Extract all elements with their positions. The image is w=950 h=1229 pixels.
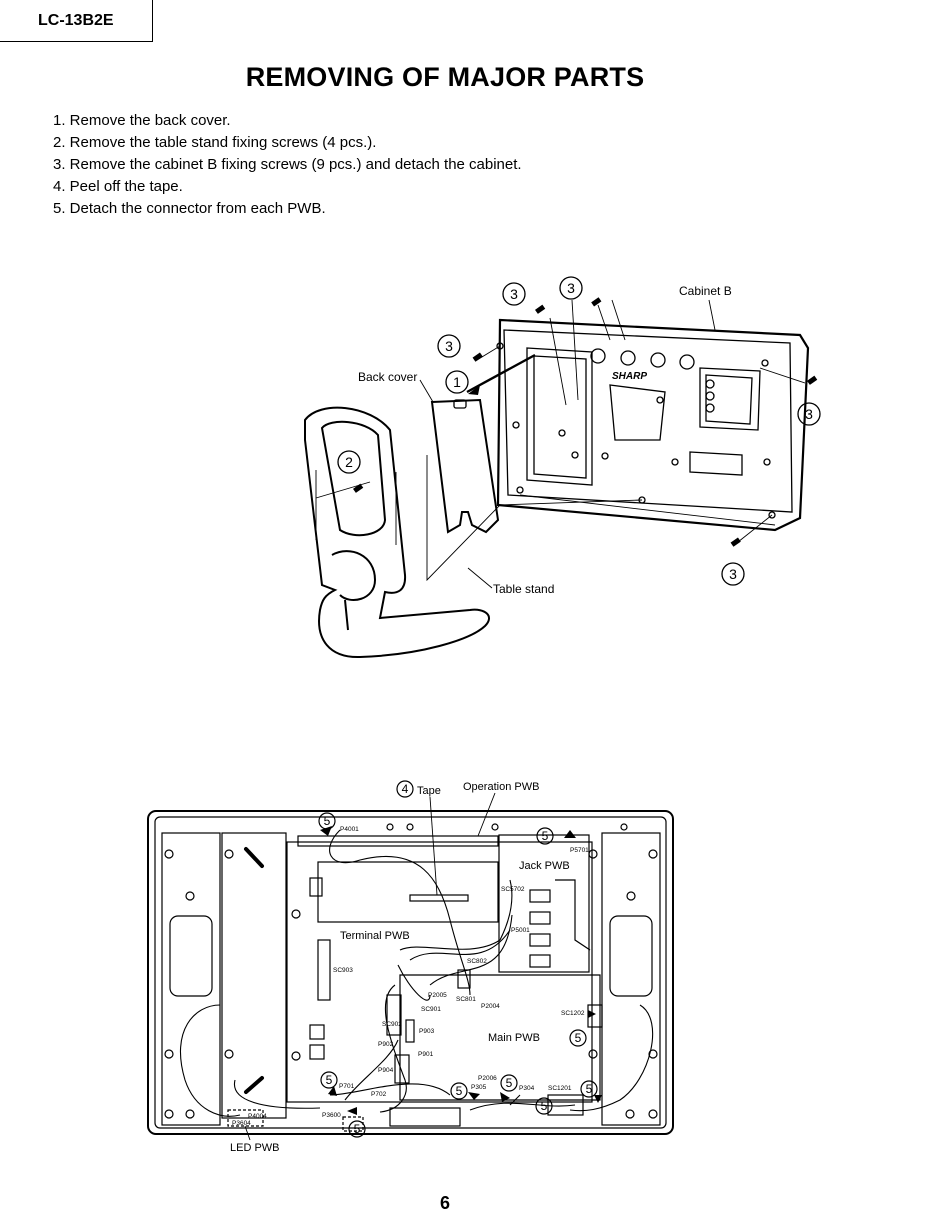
- arrow-icons: [320, 826, 602, 1115]
- page-title: REMOVING OF MAJOR PARTS: [245, 62, 645, 92]
- callout-5: 5: [586, 1082, 593, 1096]
- label-table-stand: Table stand: [493, 582, 554, 596]
- connector-p901: P901: [418, 1051, 434, 1058]
- exploded-view-diagram: SHARP 3 3: [304, 276, 821, 659]
- callout-3: 3: [567, 280, 575, 296]
- step-2: 2. Remove the table stand fixing screws …: [53, 134, 377, 151]
- callout-markers: [318, 780, 598, 1138]
- connector-p904: P904: [378, 1067, 394, 1074]
- connector-p4001: P4001: [340, 826, 359, 833]
- main-pwb: [386, 969, 603, 1127]
- callout-5: 5: [506, 1076, 513, 1090]
- model-number: LC-13B2E: [38, 12, 114, 29]
- connector-sc1202: SC1202: [561, 1010, 585, 1017]
- connector-p903: P903: [419, 1028, 435, 1035]
- callout-1: 1: [453, 374, 461, 390]
- step-3: 3. Remove the cabinet B fixing screws (9…: [53, 156, 522, 173]
- label-main-pwb: Main PWB: [488, 1032, 540, 1044]
- label-cabinet-b: Cabinet B: [679, 284, 732, 298]
- connector-p902: P902: [378, 1041, 394, 1048]
- connector-sc902: SC902: [382, 1021, 402, 1028]
- label-terminal-pwb: Terminal PWB: [340, 930, 410, 942]
- model-tab: LC-13B2E: [0, 0, 153, 42]
- connector-p2006: P2006: [478, 1075, 497, 1082]
- connector-p702: P702: [371, 1091, 387, 1098]
- connector-p3600: P3600: [322, 1112, 341, 1119]
- jack-pwb: [498, 834, 591, 973]
- instruction-list: 1. Remove the back cover. 2. Remove the …: [53, 110, 522, 220]
- callout-3: 3: [445, 338, 453, 354]
- connector-sc901: SC901: [421, 1006, 441, 1013]
- connector-p3604: P3604: [232, 1120, 251, 1127]
- screw-icons: [353, 297, 818, 547]
- label-operation-pwb: Operation PWB: [463, 781, 539, 793]
- callout-5: 5: [324, 814, 331, 828]
- wire-harness: [179, 829, 654, 1117]
- connector-p4004: P4004: [248, 1113, 267, 1120]
- callout-5: 5: [326, 1073, 333, 1087]
- connector-sc903: SC903: [333, 967, 353, 974]
- connector-sc5702: SC5702: [501, 886, 525, 893]
- table-stand: [304, 406, 490, 659]
- label-jack-pwb: Jack PWB: [519, 860, 570, 872]
- mounting-holes: [164, 823, 658, 1119]
- connector-p701: P701: [339, 1083, 355, 1090]
- connector-p2005: P2005: [428, 992, 447, 999]
- label-led-pwb: LED PWB: [230, 1142, 280, 1154]
- step-5: 5. Detach the connector from each PWB.: [53, 200, 326, 217]
- callout-5: 5: [542, 829, 549, 843]
- callout-5: 5: [575, 1031, 582, 1045]
- label-tape: Tape: [417, 785, 441, 797]
- callout-3: 3: [805, 406, 813, 422]
- connector-p5001: P5001: [511, 927, 530, 934]
- connector-p2004: P2004: [481, 1003, 500, 1010]
- connector-sc801: SC801: [456, 996, 476, 1003]
- callout-2: 2: [345, 454, 353, 470]
- callout-4: 4: [402, 782, 409, 796]
- connector-p5701: P5701: [570, 847, 589, 854]
- terminal-pwb: [309, 861, 499, 1060]
- callout-5: 5: [456, 1084, 463, 1098]
- led-pwb: [227, 1109, 264, 1127]
- chassis: [147, 810, 674, 1135]
- callout-3: 3: [510, 286, 518, 302]
- callout-5: 5: [541, 1099, 548, 1113]
- step-1: 1. Remove the back cover.: [53, 112, 231, 129]
- page-number: 6: [439, 1193, 450, 1213]
- callout-markers: [337, 276, 821, 586]
- connector-p305: P305: [471, 1084, 487, 1091]
- back-cover: [430, 398, 500, 534]
- brand-logo: SHARP: [612, 371, 647, 382]
- connector-p304: P304: [519, 1085, 535, 1092]
- callout-5: 5: [354, 1122, 361, 1136]
- label-back-cover: Back cover: [358, 370, 417, 384]
- connector-sc802: SC802: [467, 958, 487, 965]
- step-4: 4. Peel off the tape.: [53, 178, 183, 195]
- connector-sc1201: SC1201: [548, 1085, 572, 1092]
- callout-3: 3: [729, 566, 737, 582]
- cabinet-b: [496, 318, 810, 532]
